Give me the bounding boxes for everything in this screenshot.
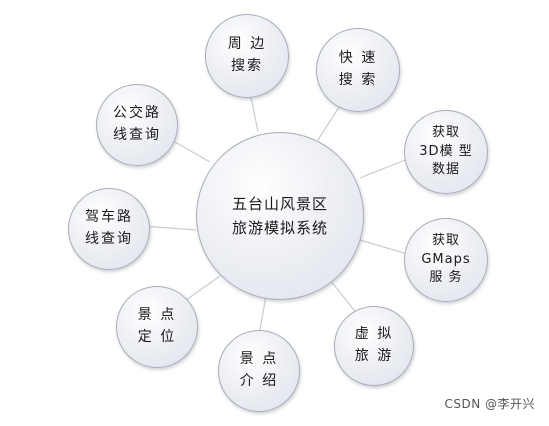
connector-driving-route <box>141 225 197 231</box>
center-node-label: 五台山风景区旅游模拟系统 <box>231 195 328 237</box>
node-virtual-tour: 虚 拟旅 游 <box>334 306 414 386</box>
node-quick-search: 快 速搜 索 <box>316 28 400 112</box>
watermark-text: CSDN @李开兴 <box>444 397 535 411</box>
node-driving-route: 驾车路线查询 <box>68 188 150 270</box>
node-scenic-locate: 景 点定 位 <box>116 286 198 368</box>
node-nearby-search: 周 边搜索 <box>205 14 289 98</box>
node-bus-route: 公交路线查询 <box>96 84 178 166</box>
connector-bus-route <box>167 137 211 163</box>
node-scenic-intro: 景 点介 绍 <box>218 330 300 412</box>
connector-scenic-locate <box>185 275 221 301</box>
center-node-system: 五台山风景区旅游模拟系统 <box>196 132 364 300</box>
connector-get-3d-model <box>359 157 411 179</box>
